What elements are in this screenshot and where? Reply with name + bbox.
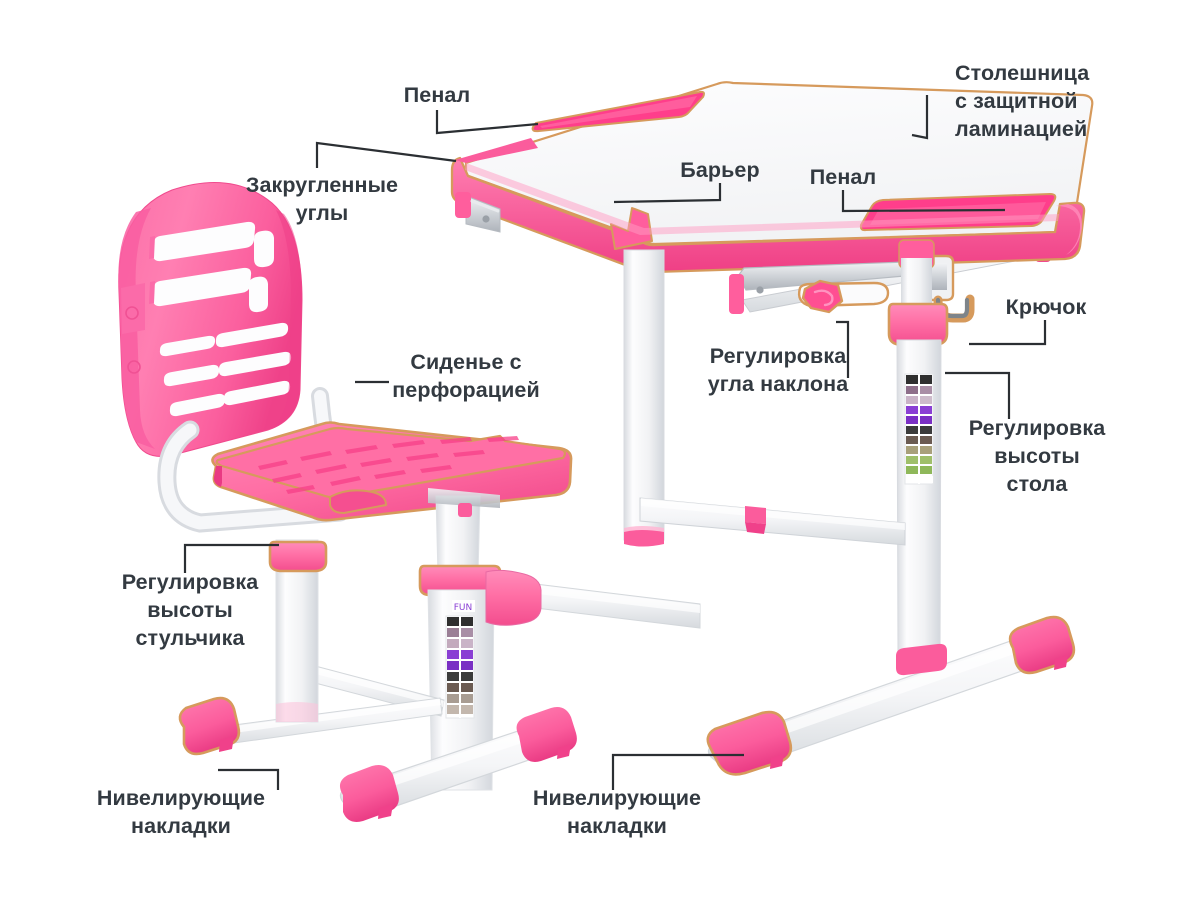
chair-leg-upper	[276, 480, 318, 546]
label-desk-height: Регулировка высоты стола	[968, 416, 1106, 496]
chair-height-sticker	[445, 615, 475, 719]
svg-text:FUN: FUN	[454, 603, 473, 613]
chair-height-column: FUN	[418, 488, 502, 791]
desk-left-foot	[624, 530, 664, 547]
leader-tabletop	[911, 95, 929, 140]
leader-chair-height	[183, 543, 279, 573]
label-seat-perforation: Сиденье с перфорацией	[392, 350, 540, 402]
chair-group: FUN	[118, 181, 701, 822]
label-penal-left: Пенал	[403, 83, 471, 107]
chair-leg-left	[268, 539, 328, 723]
label-rounded-corners: Закругленные углы	[245, 173, 399, 225]
desk-left-hinge	[455, 192, 501, 233]
leader-hook	[969, 320, 1047, 346]
label-tabletop: Столешница с защитной ламинацией	[955, 61, 1090, 141]
label-chair-height: Регулировка высоты стульчика	[121, 570, 259, 650]
leader-rounded-corners	[315, 141, 457, 168]
chair-backrest	[118, 181, 303, 457]
leader-desk-height	[945, 371, 1011, 419]
desk-group	[450, 81, 1094, 776]
desk-crossbar	[639, 497, 906, 546]
label-hook: Крючок	[1005, 295, 1087, 319]
desk-tabletop	[450, 81, 1094, 274]
chair-seat	[211, 421, 573, 522]
desk-height-column	[887, 239, 949, 661]
chair-crossbar	[485, 569, 701, 629]
label-levelers-left: Нивелирующие накладки	[96, 786, 266, 838]
desk-tilt-mechanism	[729, 261, 906, 314]
label-levelers-right: Нивелирующие накладки	[532, 786, 702, 838]
chair-base-left-bar	[178, 696, 443, 756]
desk-right-foot-bar	[706, 615, 1076, 776]
leader-levelers-left	[218, 768, 280, 790]
leader-levelers-right	[611, 753, 744, 790]
leader-tilt	[836, 320, 850, 378]
leader-lines	[183, 95, 1047, 790]
desk-height-sticker	[904, 373, 934, 485]
label-penal-right: Пенал	[809, 165, 877, 189]
label-barrier: Барьер	[680, 158, 760, 182]
leader-penal-left	[435, 110, 539, 135]
chair-base-front-bar	[339, 707, 577, 822]
desk-left-leg	[623, 249, 665, 541]
leader-barrier	[613, 183, 722, 204]
leader-penal-right	[841, 190, 1006, 213]
label-tilt-adjust: Регулировка угла наклона	[707, 344, 849, 396]
